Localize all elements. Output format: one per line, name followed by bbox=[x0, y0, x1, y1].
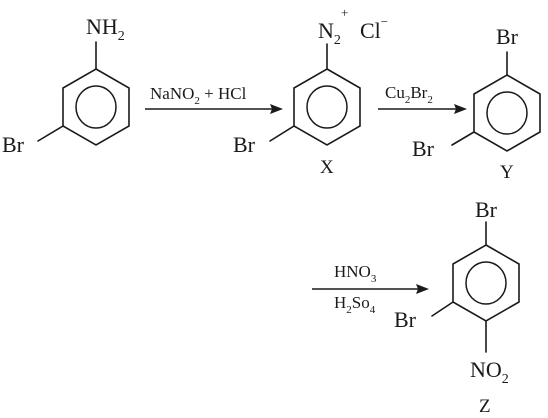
benzene-ring bbox=[452, 244, 520, 322]
bromo-side-label: Br bbox=[412, 136, 435, 161]
bromo-top-label: Br bbox=[496, 24, 519, 49]
reagent-hno3: HNO3 bbox=[334, 262, 377, 285]
reagent-cu2br2: Cu2Br2 bbox=[385, 83, 433, 106]
c-br-bond bbox=[269, 125, 295, 142]
compound-start: NH2 Br bbox=[2, 14, 130, 157]
reaction-arrow-2: Cu2Br2 bbox=[378, 83, 467, 114]
nitro-label: NO2 bbox=[470, 357, 509, 387]
bromo-side-label: Br bbox=[394, 307, 417, 332]
compound-x-caption: X bbox=[320, 157, 334, 178]
bromo-label: Br bbox=[2, 132, 25, 157]
reaction-arrow-1: NaNO2 + HCl bbox=[145, 84, 283, 114]
compound-z: Br Br NO2 Z bbox=[394, 197, 520, 417]
compound-y-caption: Y bbox=[500, 162, 514, 183]
c-br-bond bbox=[37, 125, 64, 142]
c-br-bond-side bbox=[431, 301, 454, 317]
diazonium-charge: + bbox=[341, 5, 348, 20]
bromo-label: Br bbox=[233, 132, 256, 157]
amino-label: NH2 bbox=[86, 14, 125, 44]
chloride-label: Cl− bbox=[360, 14, 388, 43]
reaction-arrow-3: HNO3 H2So4 bbox=[312, 262, 429, 316]
reagent-nano2-hcl: NaNO2 + HCl bbox=[150, 84, 247, 107]
benzene-ring bbox=[473, 74, 541, 152]
benzene-ring bbox=[62, 68, 130, 146]
reagent-h2so4: H2So4 bbox=[334, 293, 376, 316]
bromo-top-label: Br bbox=[475, 197, 498, 222]
benzene-ring bbox=[293, 68, 361, 146]
compound-y: Br Br Y bbox=[412, 24, 541, 183]
c-br-bond-side bbox=[451, 131, 475, 146]
diazonium-label: N2 bbox=[318, 18, 341, 48]
compound-z-caption: Z bbox=[479, 396, 491, 417]
compound-x: N2 + Cl− Br X bbox=[233, 5, 388, 178]
